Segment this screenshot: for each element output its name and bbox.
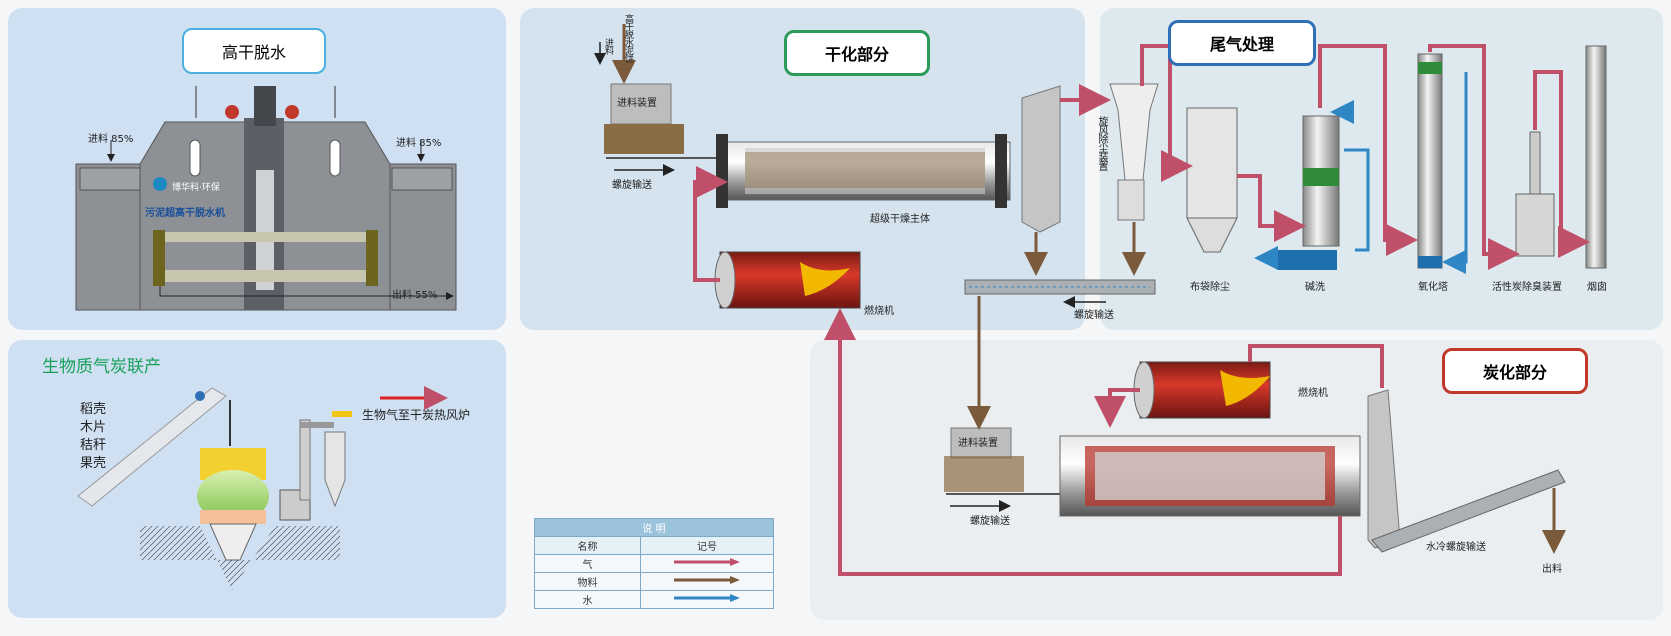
feed-left-label: 进料 85% — [88, 134, 134, 145]
biomass-gasifier — [77, 386, 448, 590]
legend-header: 说 明 — [534, 518, 774, 537]
bag-filter-label: 布袋除尘 — [1190, 282, 1230, 293]
carb-screw-label: 螺旋输送 — [970, 516, 1010, 527]
legend-gas-name: 气 — [534, 554, 641, 573]
dryer-label: 超级干燥主体 — [870, 214, 930, 225]
biomass-title: 生物质气炭联产 — [42, 357, 161, 377]
material-2-label: 木片 — [80, 420, 107, 435]
drying-burner-label: 燃烧机 — [864, 306, 894, 317]
cyclone-label: 旋风除尘装置 — [1096, 116, 1107, 170]
water-lines — [1254, 72, 1468, 274]
drying-title: 干化部分 — [784, 30, 930, 76]
machine-label: 污泥超高干脱水机 — [145, 208, 225, 219]
return-screw-label: 螺旋输送 — [1074, 310, 1114, 321]
carbonization-title: 炭化部分 — [1442, 348, 1588, 394]
legend-water-symbol — [640, 590, 774, 609]
oxidation-tower-label: 氧化塔 — [1418, 282, 1448, 293]
tail-gas-equipment — [1186, 45, 1607, 270]
material-lines — [612, 24, 1566, 554]
biogas-note: 生物气至干炭热风炉 — [362, 408, 471, 422]
gas-lines — [693, 44, 1590, 576]
high-dry-title: 高干脱水 — [182, 28, 326, 74]
brand-label: 博华科·环保 — [172, 183, 220, 193]
carb-burner-label: 燃烧机 — [1298, 388, 1328, 399]
tail-gas-title: 尾气处理 — [1168, 20, 1316, 66]
legend-gas-symbol — [640, 554, 774, 573]
output-label: 出料 55% — [392, 290, 438, 301]
feed-right-label: 进料 85% — [396, 138, 442, 149]
alkali-wash-label: 碱洗 — [1305, 282, 1325, 293]
material-1-label: 稻壳 — [80, 402, 107, 417]
cool-screw-label: 水冷螺旋输送 — [1426, 542, 1486, 553]
legend-col-name: 名称 — [534, 536, 641, 555]
drying-equipment — [604, 83, 1159, 309]
drying-feeder-label: 进料装置 — [617, 98, 657, 109]
drying-feed-label: 进料 — [603, 38, 613, 54]
material-3-label: 秸秆 — [80, 438, 107, 453]
chimney-label: 烟囱 — [1587, 282, 1607, 293]
legend-col-symbol: 记号 — [640, 536, 774, 555]
legend-material-name: 物料 — [534, 572, 641, 591]
material-4-label: 果壳 — [80, 456, 107, 471]
legend-table: 说 明 名称 记号 气 物料 水 — [534, 518, 774, 609]
legend-material-symbol — [640, 572, 774, 591]
legend-water-name: 水 — [534, 590, 641, 609]
cake-label: 高干脱水泥饼 — [623, 14, 633, 62]
carb-output-label: 出料 — [1542, 564, 1562, 575]
drying-screw-label: 螺旋输送 — [612, 180, 652, 191]
carbonization-equipment — [944, 361, 1566, 553]
carb-feeder-label: 进料装置 — [958, 438, 998, 449]
carbon-deodor-label: 活性炭除臭装置 — [1492, 282, 1562, 293]
dewatering-machine — [75, 86, 457, 311]
